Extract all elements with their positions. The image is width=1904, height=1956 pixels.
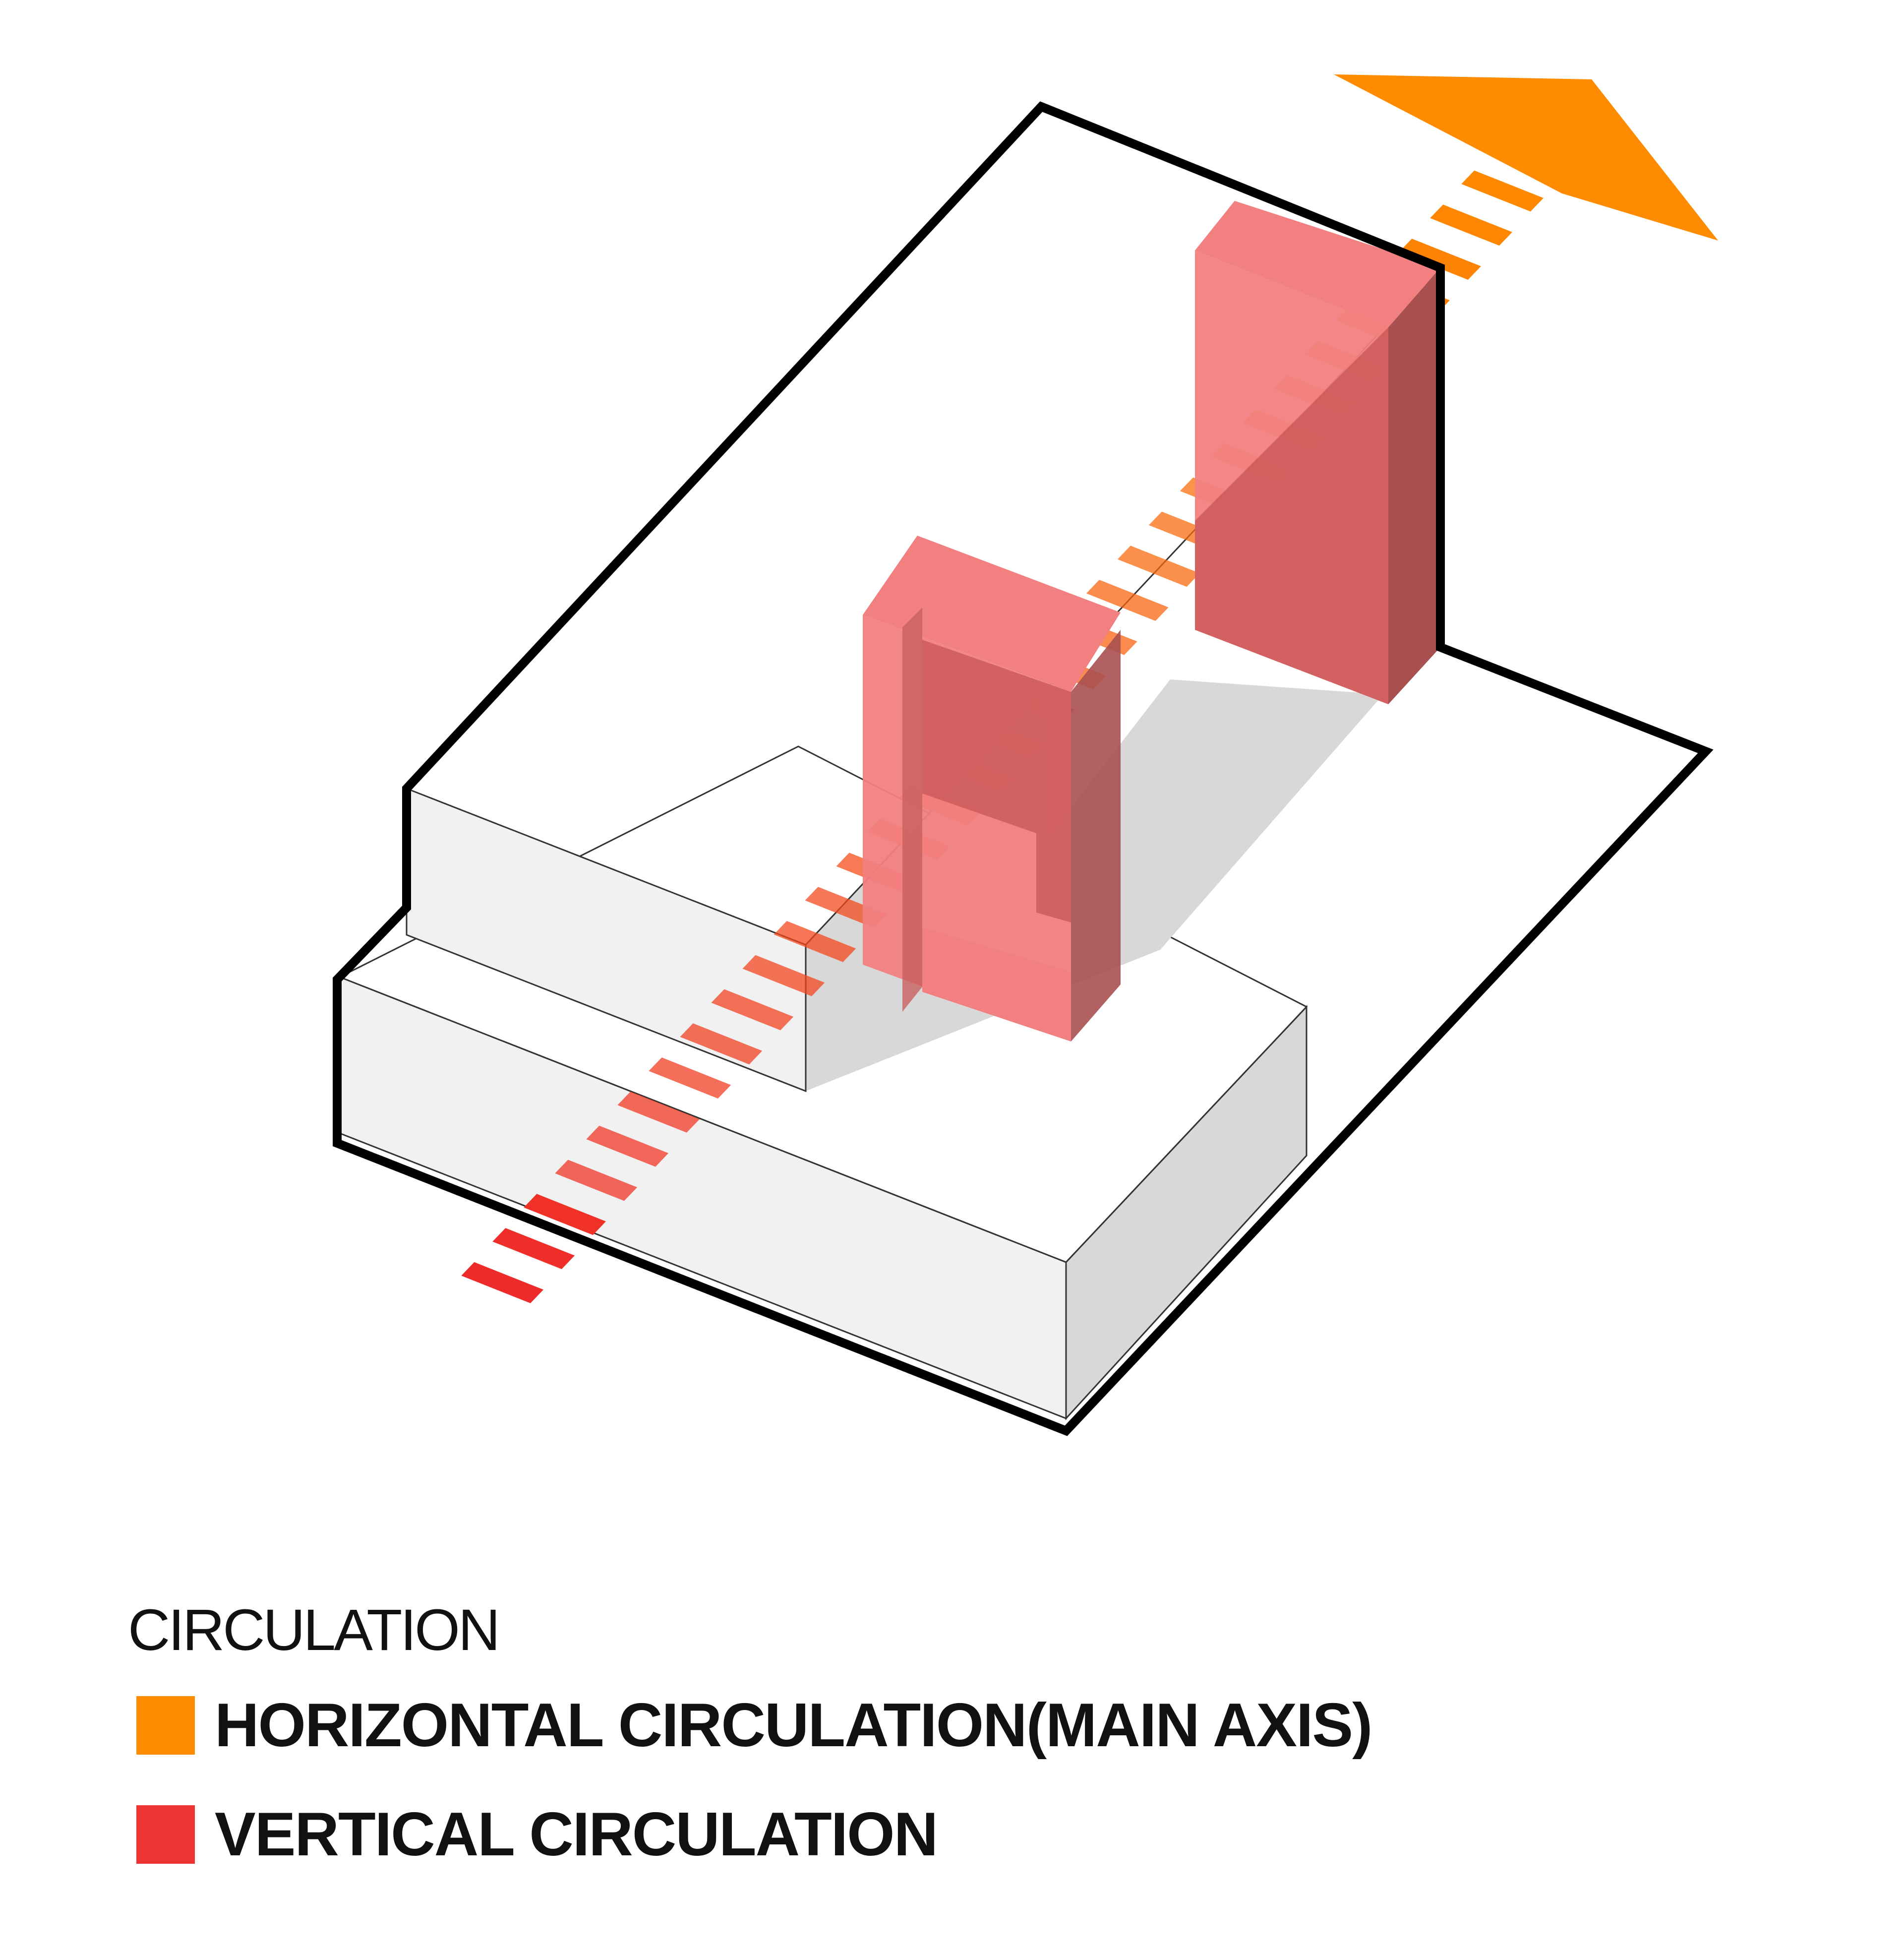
axis-dash (524, 1194, 606, 1235)
legend-title: CIRCULATION (128, 1597, 500, 1663)
axis-dash (1086, 580, 1169, 621)
axis-dash (711, 989, 794, 1031)
axis-dash (680, 1023, 763, 1065)
site-outline (333, 101, 1714, 1436)
axis-dash (649, 1057, 731, 1099)
axis-dash (586, 1125, 669, 1167)
core-front-base (922, 927, 1071, 1041)
axis-dash (1117, 546, 1200, 587)
axis-dash (742, 955, 825, 996)
vertical-core-front (863, 536, 1121, 1041)
core-front-inner (902, 608, 922, 1012)
axis-dash (774, 921, 856, 962)
legend-label-horizontal: HORIZONTAL CIRCULATION(MAIN AXIS) (215, 1691, 1372, 1760)
legend-swatch-horizontal (136, 1696, 195, 1755)
axis-dash (461, 1262, 543, 1303)
legend-label-vertical: VERTICAL CIRCULATION (215, 1800, 938, 1869)
axis-dash (1461, 170, 1544, 212)
legend-swatch-vertical (136, 1805, 195, 1864)
legend-item-vertical: VERTICAL CIRCULATION (136, 1800, 938, 1869)
core-front-side (1071, 630, 1121, 1041)
axis-dash (555, 1160, 638, 1201)
core-front-top (863, 536, 1121, 692)
legend-item-horizontal: HORIZONTAL CIRCULATION(MAIN AXIS) (136, 1691, 1372, 1760)
core-rear-shade (1195, 327, 1388, 704)
axis-dash (1399, 239, 1481, 280)
axis-dash (492, 1228, 575, 1269)
vertical-core-rear (1195, 201, 1440, 704)
core-rear-top (1195, 201, 1440, 327)
core-rear-side (1388, 268, 1440, 704)
axis-dash (617, 1092, 700, 1133)
arrow-icon (1334, 74, 1718, 241)
axis-dash (1430, 204, 1512, 246)
core-front-notch (922, 640, 1071, 922)
